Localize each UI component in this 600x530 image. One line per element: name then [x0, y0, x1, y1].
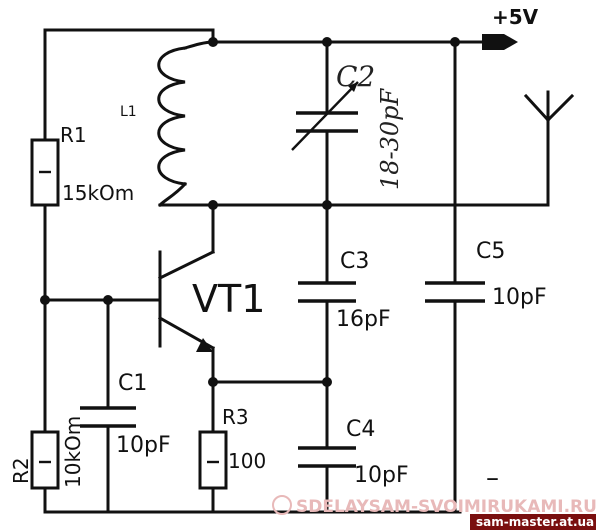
c2-value: 18-30pF	[376, 87, 404, 190]
capacitor-c3-icon	[298, 281, 356, 303]
inductor-l1-icon	[157, 40, 215, 208]
variable-capacitor-c2-icon	[291, 81, 359, 151]
r3-value: 100	[228, 449, 266, 473]
c1-label: C1	[118, 371, 147, 396]
c1-value: 10pF	[116, 433, 171, 458]
antenna-icon	[523, 90, 575, 123]
r3-label: R3	[222, 405, 249, 429]
transistor-vt1-icon	[157, 249, 216, 352]
junction-dot	[40, 295, 50, 305]
junction-dot	[208, 200, 218, 210]
supply-label: +5V	[492, 5, 539, 29]
capacitor-c4-icon	[298, 446, 356, 468]
resistor-r3-icon	[198, 430, 228, 490]
c4-label: C4	[346, 417, 375, 442]
c3-value: 16pF	[336, 307, 391, 332]
junction-dot	[322, 377, 332, 387]
resistor-r2-icon	[30, 430, 60, 490]
c2-label: C2	[336, 60, 375, 93]
r1-value: 15kOm	[62, 181, 134, 205]
ground-minus-label: –	[486, 463, 499, 493]
junction-dot	[208, 377, 218, 387]
watermark-tag-background	[470, 514, 596, 530]
c5-value: 10pF	[492, 285, 547, 310]
vt1-label: VT1	[192, 277, 265, 321]
c3-label: C3	[340, 249, 369, 274]
c4-value: 10pF	[354, 463, 409, 488]
resistor-r1-icon	[30, 138, 60, 207]
r1-label: R1	[60, 123, 87, 147]
wires	[43, 28, 550, 514]
capacitor-c5-icon	[425, 281, 485, 303]
r2-label: R2	[9, 457, 33, 484]
junction-dot	[450, 37, 460, 47]
supply-arrow-icon	[482, 34, 518, 50]
watermark: SDELAYSAM-SVOIMIRUKAMI.RU sam-master.at.…	[272, 495, 597, 530]
junction-dot	[322, 200, 332, 210]
l1-label: L1	[120, 104, 137, 120]
junction-dot	[322, 37, 332, 47]
watermark-text: SDELAYSAM-SVOIMIRUKAMI.RU	[296, 497, 597, 517]
r2-value: 10kOm	[61, 416, 85, 488]
junction-dot	[103, 295, 113, 305]
lightbulb-icon	[272, 495, 292, 515]
capacitor-c1-icon	[80, 406, 136, 428]
watermark-tag: sam-master.at.ua	[476, 515, 594, 529]
c5-label: C5	[476, 239, 505, 264]
